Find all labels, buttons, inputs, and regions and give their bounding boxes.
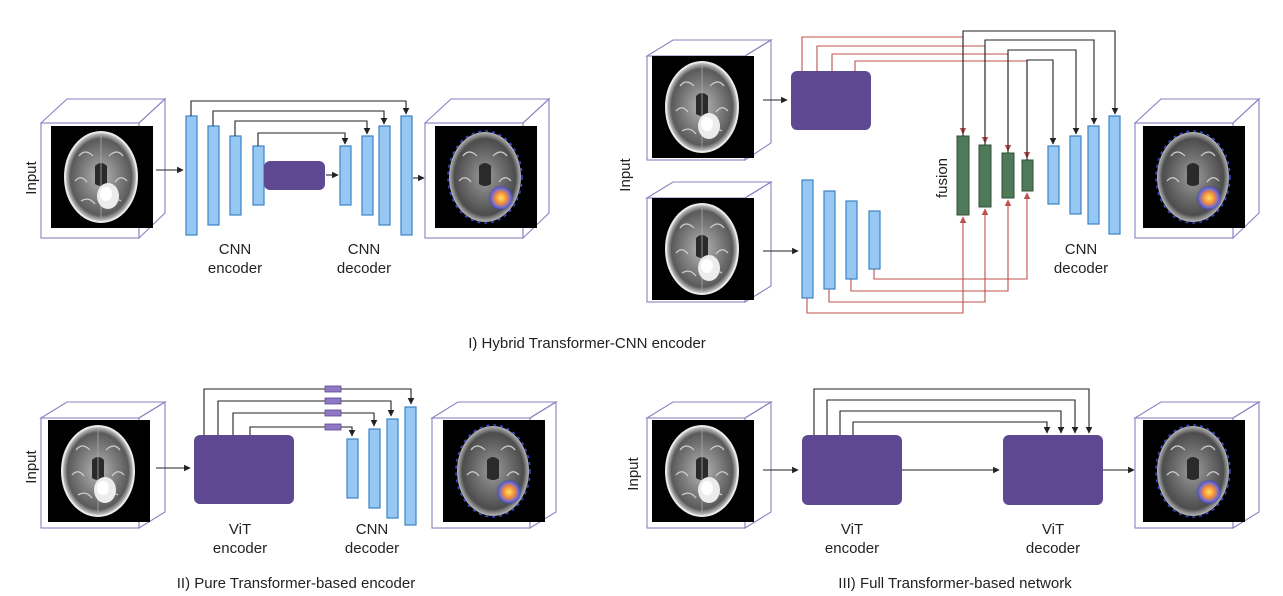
skip-connection: [203, 388, 415, 435]
cnn-decoder-label-2: decoder: [337, 260, 391, 277]
brain-mri-image: [47, 419, 151, 523]
brain-mri-image: [651, 197, 755, 301]
skip-connection: [1007, 49, 1080, 153]
fusion-block: [1001, 152, 1015, 199]
cnn-encoder-block: [823, 190, 836, 290]
cnn-decoder-block: [1087, 125, 1100, 225]
brain-mri-image: [651, 419, 755, 523]
input-label: Input: [617, 157, 634, 191]
fusion-block: [1021, 159, 1034, 192]
vit-encoder-label-2: encoder: [825, 540, 879, 557]
caption-pure: II) Pure Transformer-based encoder: [177, 575, 415, 592]
skip-connection: [852, 421, 1051, 435]
skip-connection: [813, 388, 1093, 435]
skip-connection: [839, 410, 1065, 435]
input-label: Input: [23, 160, 40, 194]
input-label: Input: [23, 449, 40, 483]
input-cube: [39, 401, 167, 529]
caption-full: III) Full Transformer-based network: [838, 575, 1072, 592]
skip-connection: [984, 39, 1098, 145]
cnn-decoder-block: [404, 406, 417, 526]
cnn-encoder-label-1: CNN: [219, 241, 252, 258]
cnn-skip-connection: [873, 192, 1031, 280]
vit-decoder-label-2: decoder: [1026, 540, 1080, 557]
fusion-block: [956, 135, 970, 216]
segmentation-output-image: [442, 419, 546, 523]
input-cube-bottom: [645, 181, 773, 303]
cnn-encoder-label-2: encoder: [208, 260, 262, 277]
fusion-block: [978, 144, 992, 208]
skip-connection: [257, 132, 349, 146]
segmentation-output-image: [434, 125, 538, 229]
vit-encoder-block: [802, 435, 902, 505]
cnn-encoder-block: [868, 210, 881, 270]
reshape-block: [324, 423, 342, 431]
decoder-block: [339, 145, 352, 206]
vit-decoder-block: [1003, 435, 1103, 505]
cnn-decoder-block: [1047, 145, 1060, 205]
output-cube: [423, 97, 551, 240]
caption-hybrid: I) Hybrid Transformer-CNN encoder: [468, 335, 706, 352]
panel-pure-transformer: Input ViT encoder CNN decoder: [23, 385, 558, 557]
cnn-skip-connection: [806, 216, 967, 314]
cnn-decoder-block: [346, 438, 359, 499]
reshape-block: [324, 385, 342, 393]
cnn-decoder-label-1: CNN: [348, 241, 381, 258]
cnn-decoder-label-2: decoder: [345, 540, 399, 557]
decoder-block: [400, 115, 413, 236]
skip-connection: [249, 426, 356, 437]
cnn-encoder-block: [845, 200, 858, 280]
vit-encoder-label-1: ViT: [229, 521, 251, 538]
cnn-decoder-label-1: CNN: [1065, 241, 1098, 258]
skip-connection: [234, 120, 371, 136]
decoder-block: [378, 125, 391, 226]
cnn-decoder-block: [386, 418, 399, 519]
vit-encoder-label-1: ViT: [841, 521, 863, 538]
encoder-block: [252, 145, 265, 206]
encoder-block: [207, 125, 220, 226]
transformer-encoder-block: [791, 71, 871, 130]
vit-encoder-label-2: encoder: [213, 540, 267, 557]
reshape-block: [324, 397, 342, 405]
fusion-label: fusion: [934, 158, 951, 198]
encoder-block: [185, 115, 198, 236]
cnn-decoder-block: [1069, 135, 1082, 215]
segmentation-output-image: [1142, 125, 1246, 229]
encoder-block: [229, 135, 242, 216]
input-cube: [645, 401, 773, 529]
skip-connection: [190, 100, 410, 116]
skip-connection: [212, 110, 388, 126]
vit-decoder-label-1: ViT: [1042, 521, 1064, 538]
cnn-decoder-label-2: decoder: [1054, 260, 1108, 277]
panel-full-transformer: Input ViT encoder ViT decoder: [625, 388, 1261, 557]
skip-connection: [217, 400, 395, 435]
segmentation-output-image: [1142, 419, 1246, 523]
cnn-skip-connection: [850, 199, 1012, 292]
panel-hybrid-fusion: Input fusion: [617, 30, 1261, 314]
output-cube: [1133, 97, 1261, 240]
cnn-skip-connection: [828, 208, 989, 303]
bottleneck-block: [264, 161, 325, 190]
skip-connection: [826, 399, 1079, 435]
brain-mri-image: [651, 55, 755, 159]
decoder-block: [361, 135, 374, 216]
vit-encoder-block: [194, 435, 294, 504]
transformer-skip-connection: [854, 60, 1031, 159]
skip-connection: [962, 30, 1119, 136]
input-cube: [39, 97, 167, 240]
cnn-decoder-block: [368, 428, 381, 509]
reshape-block: [324, 409, 342, 417]
skip-connection: [1026, 59, 1057, 160]
input-label: Input: [625, 456, 642, 490]
output-cube: [430, 401, 558, 529]
output-cube: [1133, 401, 1261, 529]
cnn-decoder-block: [1108, 115, 1121, 235]
brain-mri-image: [50, 125, 154, 229]
input-cube-top: [645, 39, 773, 162]
cnn-decoder-label-1: CNN: [356, 521, 389, 538]
skip-connection: [232, 412, 378, 435]
cnn-encoder-block: [801, 179, 814, 299]
panel-cnn-unet: Input CNN encoder CNN decoder: [23, 97, 551, 277]
